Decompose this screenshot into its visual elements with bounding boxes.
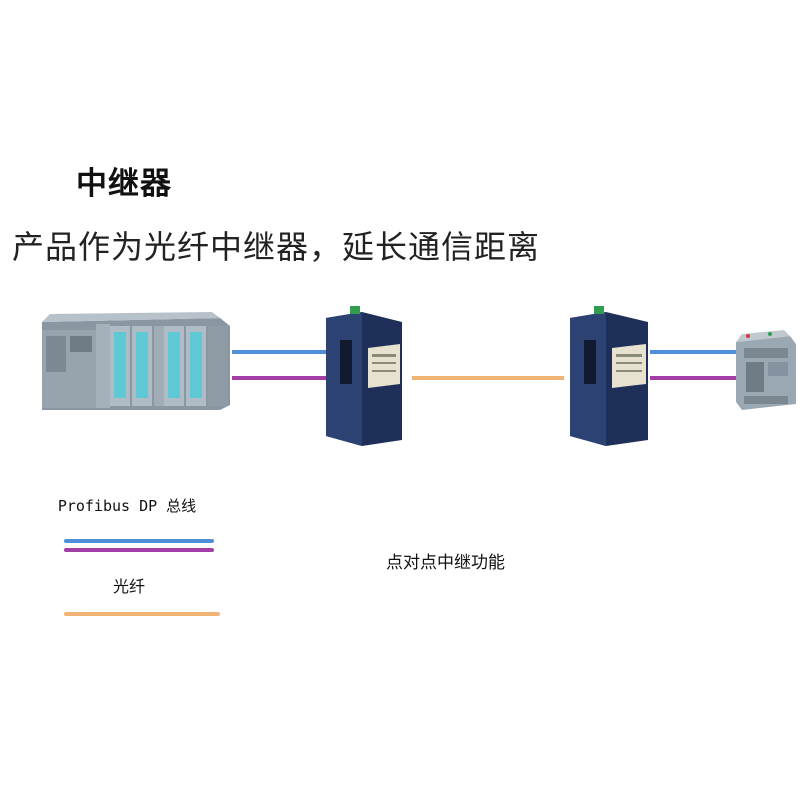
- right-compact-plc: [736, 330, 796, 410]
- right-fiber-repeater: [570, 306, 648, 446]
- legend-bus-line-purple: [64, 548, 214, 552]
- function-caption: 点对点中继功能: [386, 553, 505, 573]
- left-plc-rack: [42, 312, 230, 410]
- left-fiber-repeater: [326, 306, 402, 446]
- legend-bus-label: Profibus DP 总线: [57, 497, 197, 515]
- legend-fiber-label: 光纤: [113, 577, 146, 596]
- legend-fiber-line: [64, 612, 220, 616]
- legend: Profibus DP 总线 光纤: [40, 495, 250, 625]
- page-subtitle: 产品作为光纤中继器，延长通信距离: [12, 228, 541, 266]
- page-title: 中继器: [76, 166, 172, 202]
- legend-bus-line-blue: [64, 539, 214, 543]
